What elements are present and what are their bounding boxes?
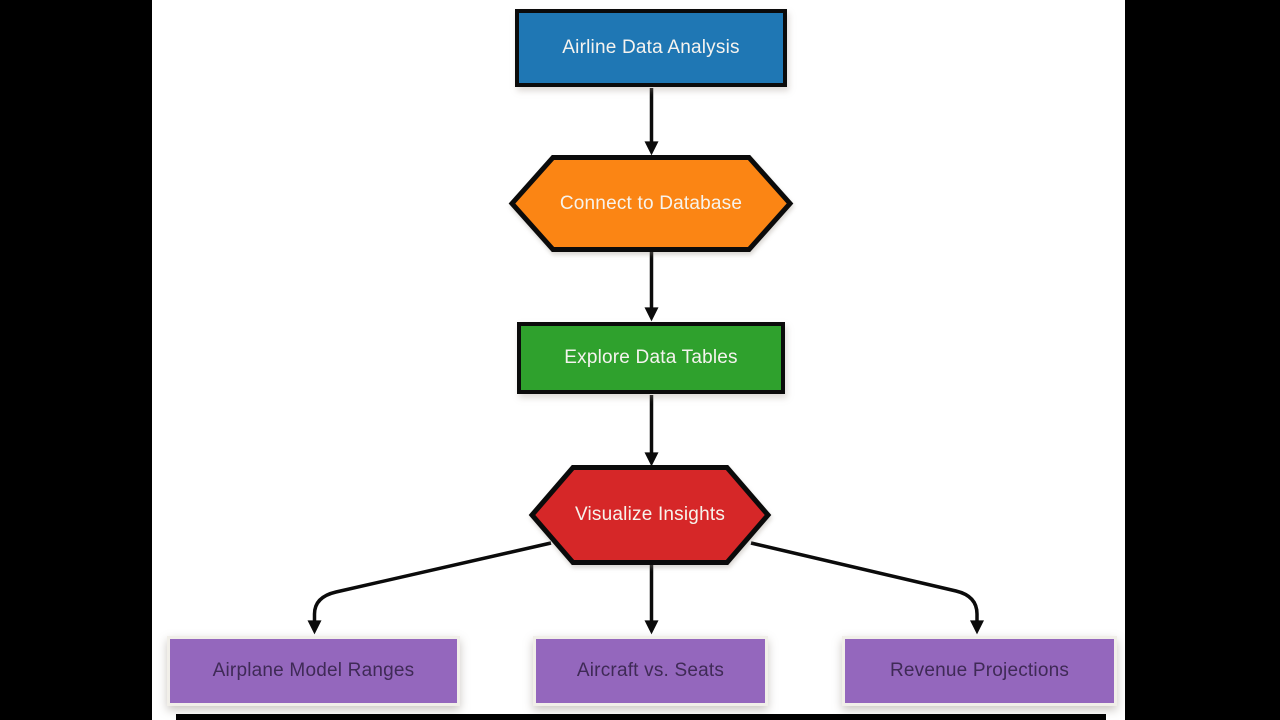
node-visualize-hexagon [528,465,772,565]
node-airline-data-analysis: Airline Data Analysis [515,9,787,87]
node-label: Explore Data Tables [564,347,738,368]
node-label: Aircraft vs. Seats [576,660,725,681]
node-label: Revenue Projections [889,660,1070,681]
node-label: Airplane Model Ranges [212,660,415,681]
edge-visualize-to-ranges [307,541,552,635]
node-connect-hexagon [508,155,794,252]
node-explore-data-tables: Explore Data Tables [517,322,785,394]
node-aircraft-vs-seats: Aircraft vs. Seats [533,636,768,706]
node-airplane-model-ranges: Airplane Model Ranges [167,636,460,706]
letterbox-bottom [176,714,1106,720]
edge-visualize-to-revenue [750,541,984,635]
node-label: Airline Data Analysis [562,37,740,58]
node-revenue-projections: Revenue Projections [842,636,1117,706]
